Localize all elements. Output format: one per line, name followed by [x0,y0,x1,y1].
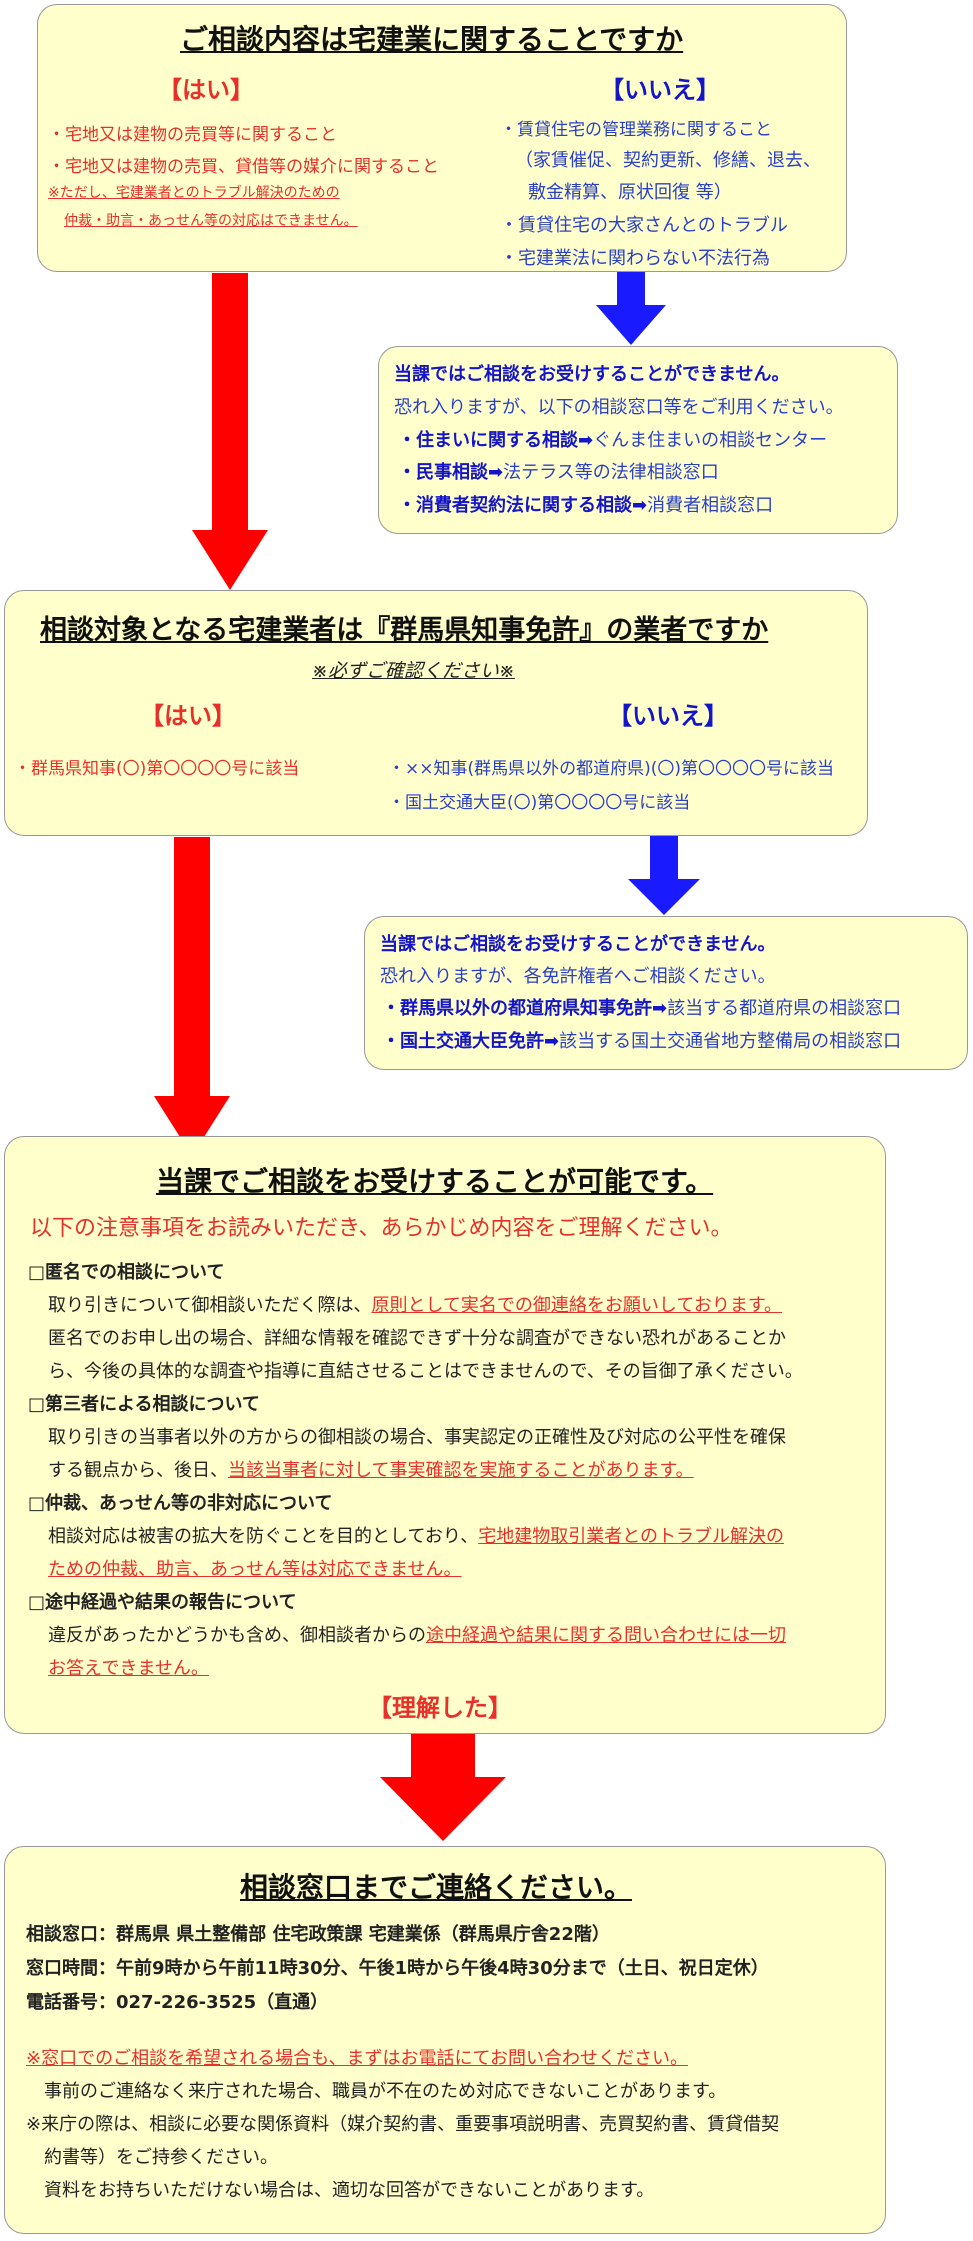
blue-arrow-1-shaft [617,272,645,306]
red-arrow-3-head [380,1777,506,1841]
section-thirdparty-head: □第三者による相談について [28,1394,260,1415]
notice1-sub: 恐れ入りますが、以下の相談窓口等をご利用ください。 [394,397,844,418]
q1-no-item-1: ・賃貸住宅の管理業務に関すること [500,120,772,140]
q1-no-label: 【いいえ】 [600,76,720,104]
acceptable-lead: 以下の注意事項をお読みいただき、あらかじめ内容をご理解ください。 [30,1216,733,1241]
q1-no-item-2: （家賃催促、契約更新、修繕、退去、 [515,150,821,171]
q1-yes-item-1: ・宅地又は建物の売買等に関すること [48,125,337,145]
notice2-item-2: ・国土交通大臣免許➡該当する国土交通省地方整備局の相談窓口 [382,1031,902,1052]
notice2-box [364,916,968,1070]
q1-no-item-5: ・宅建業法に関わらない不法行為 [500,248,770,269]
red-arrow-3-shaft [411,1734,475,1778]
notice1-item-2: ・民事相談➡法テラス等の法律相談窓口 [398,462,719,483]
red-arrow-2-shaft [174,837,210,1097]
section-anonymous-line-3: ら、今後の具体的な調査や指導に直結させることはできませんので、その旨御了承くださ… [48,1361,803,1382]
contact-hours: 窓口時間：午前9時から午前11時30分、午後1時から午後4時30分まで（土日、祝… [26,1958,769,1979]
notice1-item-3: ・消費者契約法に関する相談➡消費者相談窓口 [398,495,774,516]
notice1-head: 当課ではご相談をお受けすることができません。 [394,364,790,385]
section-progress-head: □途中経過や結果の報告について [28,1592,297,1613]
q1-yes-note-2: 仲裁・助言・あっせん等の対応はできません。 [64,213,358,229]
q2-yes-label: 【はい】 [140,702,236,730]
contact-note-2b: 約書等）をご持参ください。 [44,2147,278,2168]
q2-yes-item: ・群馬県知事(〇)第〇〇〇〇号に該当 [14,759,300,779]
q1-no-item-3: 敷金精算、原状回復 等） [528,182,732,203]
acceptable-box [4,1136,886,1734]
blue-arrow-1-head [596,305,666,345]
q2-no-item-1: ・××知事(群馬県以外の都道府県)(〇)第〇〇〇〇号に該当 [388,759,835,779]
contact-box [4,1846,886,2234]
notice2-sub: 恐れ入りますが、各免許権者へご相談ください。 [380,966,776,987]
section-anonymous-head: □匿名での相談について [28,1262,225,1283]
q2-no-label: 【いいえ】 [608,702,728,730]
blue-arrow-2-shaft [650,836,678,880]
section-progress-line-1: 違反があったかどうかも含め、御相談者からの途中経過や結果に関する問い合わせには一… [48,1625,786,1646]
section-arbitration-head: □仲裁、あっせん等の非対応について [28,1493,333,1514]
section-progress-line-2: お答えできません。 [48,1658,209,1679]
notice2-item-1: ・群馬県以外の都道府県知事免許➡該当する都道府県の相談窓口 [382,998,902,1019]
question1-box [37,4,847,272]
blue-arrow-2-head [628,879,700,915]
question2-title: 相談対象となる宅建業者は『群馬県知事免許』の業者ですか [40,615,769,646]
contact-note-2c: 資料をお持ちいただけない場合は、適切な回答ができないことがあります。 [44,2180,655,2201]
q1-no-item-4: ・賃貸住宅の大家さんとのトラブル [500,215,788,236]
contact-note-1b: 事前のご連絡なく来庁された場合、職員が不在のため対応できないことがあります。 [44,2081,727,2102]
red-arrow-2-head [154,1096,230,1156]
contact-note-1: ※窓口でのご相談を希望される場合も、まずはお電話にてお問い合わせください。 [26,2048,688,2069]
question2-note: ※必ずご確認ください※ [312,660,515,682]
section-arbitration-line-2: ための仲裁、助言、あっせん等は対応できません。 [48,1559,462,1580]
q1-yes-item-2: ・宅地又は建物の売買、貸借等の媒介に関すること [48,157,439,177]
section-anonymous-line-2: 匿名でのお申し出の場合、詳細な情報を確認できず十分な調査ができない恐れがあること… [48,1328,786,1349]
section-thirdparty-line-1: 取り引きの当事者以外の方からの御相談の場合、事実認定の正確性及び対応の公平性を確… [48,1427,786,1448]
red-arrow-1-shaft [212,273,248,531]
contact-phone: 電話番号：027-226-3525（直通） [26,1992,329,2013]
acceptable-title: 当課でご相談をお受けすることが可能です。 [156,1165,714,1198]
contact-window: 相談窓口：群馬県 県土整備部 住宅政策課 宅建業係（群馬県庁舎22階） [26,1924,610,1945]
q2-no-item-2: ・国土交通大臣(〇)第〇〇〇〇号に該当 [388,793,691,813]
section-thirdparty-line-2: する観点から、後日、当該当事者に対して事実確認を実施することがあります。 [48,1460,694,1481]
understood-label: 【理解した】 [368,1694,512,1722]
q1-yes-label: 【はい】 [158,76,254,104]
contact-note-2a: ※来庁の際は、相談に必要な関係資料（媒介契約書、重要事項説明書、売買契約書、賃貸… [26,2114,780,2135]
section-arbitration-line-1: 相談対応は被害の拡大を防ぐことを目的としており、宅地建物取引業者とのトラブル解決… [48,1526,785,1547]
contact-title: 相談窓口までご連絡ください。 [240,1871,633,1904]
notice2-head: 当課ではご相談をお受けすることができません。 [380,934,776,955]
q1-yes-note-1: ※ただし、宅建業者とのトラブル解決のための [48,185,340,201]
section-anonymous-line-1: 取り引きについて御相談いただく際は、原則として実名での御連絡をお願いしております… [48,1295,783,1316]
question1-title: ご相談内容は宅建業に関することですか [180,23,684,56]
notice1-item-1: ・住まいに関する相談➡ぐんま住まいの相談センター [398,430,828,451]
question2-box [4,590,868,836]
notice1-box [378,346,898,534]
red-arrow-1-head [192,530,268,590]
